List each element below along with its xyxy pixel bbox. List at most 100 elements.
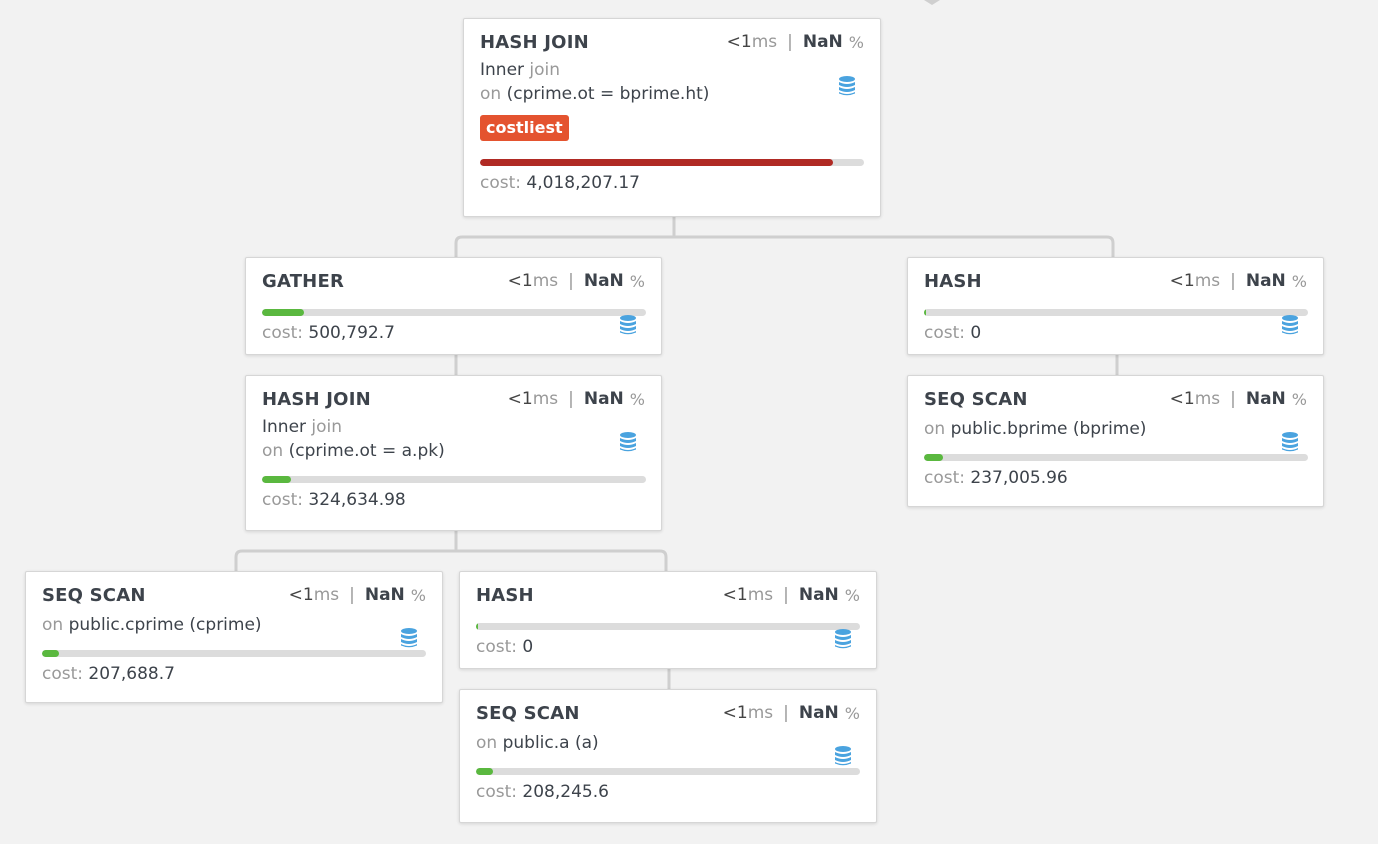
cost-line: cost: 500,792.7 [262, 322, 645, 344]
relation-line: on public.a (a) [476, 732, 860, 754]
cost-bar-fill [924, 309, 926, 316]
timing-divider: | [1230, 389, 1236, 409]
database-icon[interactable] [833, 745, 853, 767]
cost-bar-fill [476, 623, 478, 630]
node-title: SEQ SCAN [42, 584, 146, 606]
percent-value: NaN [798, 703, 839, 723]
timing-divider: | [1230, 271, 1236, 291]
cost-bar-fill [924, 454, 944, 461]
cost-bar-fill [262, 309, 305, 316]
database-icon[interactable] [1280, 431, 1300, 453]
cost-bar-fill [476, 768, 494, 775]
timing-unit: ms [313, 585, 340, 605]
timing-unit: ms [1194, 271, 1221, 291]
database-icon[interactable] [1280, 314, 1300, 336]
join-type: Inner [480, 60, 525, 80]
percent-sign: % [1291, 389, 1307, 409]
percent-sign: % [410, 585, 426, 605]
percent-sign: % [1291, 271, 1307, 291]
node-title: SEQ SCAN [924, 388, 1028, 410]
cost-label: cost: [262, 490, 303, 510]
timing-value: <1 [507, 271, 533, 291]
timing-divider: | [787, 32, 793, 52]
timing-divider: | [568, 389, 574, 409]
cost-line: cost: 0 [476, 636, 860, 658]
on-word: on [924, 419, 946, 439]
cost-bar [262, 309, 646, 316]
cost-line: cost: 237,005.96 [924, 467, 1307, 489]
database-icon[interactable] [837, 75, 857, 97]
database-icon[interactable] [618, 431, 638, 453]
timing-value: <1 [726, 32, 752, 52]
percent-sign: % [629, 389, 645, 409]
node-title: HASH JOIN [480, 31, 589, 53]
cost-bar [476, 768, 860, 775]
cost-bar [480, 159, 864, 166]
cost-label: cost: [262, 323, 303, 343]
percent-sign: % [629, 271, 645, 291]
relation-name: public.cprime (cprime) [68, 615, 262, 635]
costliest-badge: costliest [480, 115, 569, 141]
join-condition: (cprime.ot = bprime.ht) [506, 84, 710, 104]
timing-value: <1 [722, 703, 748, 723]
relation-name: public.a (a) [502, 733, 599, 753]
cost-value: 0 [522, 637, 534, 657]
cost-bar [924, 309, 1308, 316]
timing-unit: ms [532, 389, 559, 409]
percent-sign: % [844, 703, 860, 723]
join-condition-line: on (cprime.ot = bprime.ht) [480, 83, 864, 105]
cost-label: cost: [480, 173, 521, 193]
cost-value: 324,634.98 [308, 490, 406, 510]
percent-value: NaN [583, 271, 624, 291]
timing-unit: ms [747, 585, 774, 605]
percent-value: NaN [798, 585, 839, 605]
database-icon[interactable] [833, 628, 853, 650]
percent-sign: % [844, 585, 860, 605]
cost-value: 208,245.6 [522, 782, 609, 802]
join-type-line: Inner join [480, 59, 864, 81]
cost-label: cost: [42, 664, 83, 684]
cost-bar [262, 476, 646, 483]
timing-value: <1 [288, 585, 314, 605]
cost-line: cost: 4,018,207.17 [480, 172, 864, 194]
timing-value: <1 [1169, 271, 1195, 291]
timing-divider: | [568, 271, 574, 291]
cost-line: cost: 208,245.6 [476, 781, 860, 803]
database-icon[interactable] [618, 314, 638, 336]
on-word: on [42, 615, 64, 635]
connector-hashjoin-children [234, 530, 668, 571]
percent-value: NaN [1245, 389, 1286, 409]
percent-sign: % [848, 32, 864, 52]
node-title: HASH [924, 270, 982, 292]
on-word: on [476, 733, 498, 753]
top-parent-pointer [924, 0, 940, 5]
timing-value: <1 [507, 389, 533, 409]
cost-bar-fill [480, 159, 834, 166]
cost-line: cost: 324,634.98 [262, 489, 645, 511]
on-word: on [480, 84, 502, 104]
node-title: GATHER [262, 270, 345, 292]
timing-unit: ms [747, 703, 774, 723]
cost-value: 207,688.7 [88, 664, 175, 684]
cost-bar [476, 623, 860, 630]
cost-value: 4,018,207.17 [526, 173, 640, 193]
timing-unit: ms [532, 271, 559, 291]
database-icon[interactable] [399, 627, 419, 649]
join-type-line: Inner join [262, 416, 645, 438]
